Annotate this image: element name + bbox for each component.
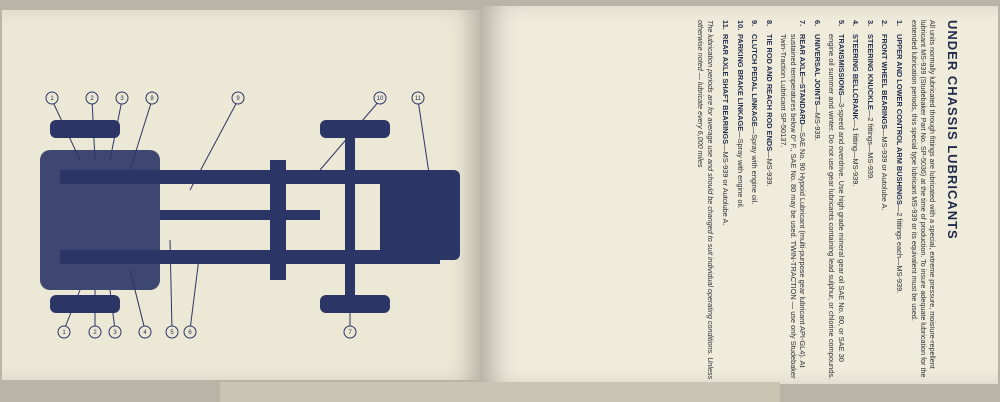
item-text: —MS-939 or Autolube A. [721, 144, 731, 226]
list-item: 9. CLUTCH PEDAL LINKAGE—Spray with engine… [750, 20, 760, 380]
item-title: STEERING KNUCKLE [866, 34, 875, 110]
item-number: 7. [798, 20, 808, 27]
item-title: TRANSMISSIONS [837, 34, 846, 96]
footer-note: The lubrication periods are for average … [696, 20, 716, 380]
item-title: UPPER AND LOWER CONTROL ARM BUSHINGS [895, 34, 904, 205]
list-item: 6. UNIVERSAL JOINTS—MS-939. [813, 20, 822, 380]
item-text: —Spray with engine oil. [750, 126, 760, 205]
callouts-top: 1 2 3 8 9 10 11 [45, 91, 425, 105]
callouts-bottom: 1 2 3 4 5 6 7 [57, 325, 357, 339]
rear-wheel-bottom [320, 295, 390, 313]
list-item: 5.TRANSMISSIONS—3-speed and overdrive. U… [827, 20, 847, 380]
item-title: TIE ROD AND REACH ROD ENDS [765, 34, 774, 152]
callout-6-bottom: 6 [188, 330, 192, 336]
list-item: 7.REAR AXLE—STANDARD—SAE No. 90 Hypoid L… [779, 20, 808, 380]
front-wheel-bottom [50, 295, 120, 313]
callout-9-top: 9 [236, 96, 240, 102]
item-text: —2 fittings each—MS-939. [895, 204, 904, 294]
callout-2-top: 2 [90, 96, 94, 102]
callout-lines [51, 99, 431, 331]
rear-axle [345, 130, 355, 300]
front-wheel-top [50, 120, 120, 138]
list-item: 11. REAR AXLE SHAFT BEARINGS—MS-939 or Au… [721, 20, 731, 380]
front-suspension [40, 150, 160, 290]
item-title: UNIVERSAL JOINTS [813, 34, 822, 106]
item-number: 6. [813, 20, 822, 27]
item-text: —1 fitting—MS-939. [851, 119, 861, 187]
callout-7-bottom: 7 [348, 330, 352, 336]
lubrication-list: 1.UPPER AND LOWER CONTROL ARM BUSHINGS—2… [721, 20, 905, 380]
text-content: UNDER CHASSIS LUBRICANTS All units norma… [500, 20, 961, 380]
item-number: 4. [851, 20, 861, 27]
item-title: FRONT WHEEL BEARINGS [880, 34, 890, 130]
rotated-text-block: UNDER CHASSIS LUBRICANTS All units norma… [500, 20, 961, 380]
right-page [480, 6, 998, 384]
item-text: —MS-939. [765, 151, 774, 187]
item-number: 8. [765, 20, 774, 27]
item-title: STEERING BELLCRANK [851, 34, 861, 120]
item-number: 10. [736, 20, 745, 31]
item-text: —MS-939. [813, 105, 822, 141]
item-title: REAR AXLE—STANDARD [798, 34, 808, 125]
list-item: 4. STEERING BELLCRANK—1 fitting—MS-939. [851, 20, 861, 380]
callout-3-top: 3 [120, 96, 124, 102]
list-item: 10. PARKING BRAKE LINKAGE—Spray with engi… [736, 20, 745, 380]
item-title: REAR AXLE SHAFT BEARINGS [721, 34, 731, 145]
item-text: —2 fittings—MS-939. [866, 109, 875, 181]
left-page: 1 2 3 8 9 10 11 1 2 3 4 5 6 7 [2, 10, 480, 380]
list-item: 3. STEERING KNUCKLE—2 fittings—MS-939. [866, 20, 875, 380]
callout-1-bottom: 1 [62, 330, 66, 336]
item-number: 2. [880, 20, 890, 27]
intro-paragraph: All units normally lubricated through fi… [910, 20, 937, 378]
list-item: 1. UPPER AND LOWER CONTROL ARM BUSHINGS—2… [895, 20, 904, 380]
item-number: 5. [837, 20, 846, 27]
driveshaft [160, 210, 320, 220]
callout-8-top: 8 [150, 96, 154, 102]
callout-2-bottom: 2 [93, 330, 97, 336]
item-number: 1. [895, 20, 904, 27]
callout-11-top: 11 [415, 96, 422, 102]
item-text: —MS-939 or Autolube A. [880, 129, 890, 211]
item-number: 3. [866, 20, 875, 27]
item-title: CLUTCH PEDAL LINKAGE [750, 34, 760, 127]
list-item: 2. FRONT WHEEL BEARINGS—MS-939 or Autolub… [880, 20, 890, 380]
callout-4-bottom: 4 [143, 330, 147, 336]
chassis-diagram: 1 2 3 8 9 10 11 1 2 3 4 5 6 7 [40, 91, 460, 339]
callout-3-bottom: 3 [113, 330, 117, 336]
callout-1-top: 1 [50, 96, 54, 102]
list-item: 8. TIE ROD AND REACH ROD ENDS—MS-939. [765, 20, 774, 380]
book-edge [220, 382, 780, 402]
section-heading: UNDER CHASSIS LUBRICANTS [945, 20, 960, 240]
item-number: 11. [721, 20, 731, 30]
callout-5-bottom: 5 [170, 330, 174, 336]
item-number: 9. [750, 20, 760, 27]
item-title: PARKING BRAKE LINKAGE [736, 34, 745, 132]
item-text: —Spray with engine oil. [736, 131, 745, 209]
fuel-tank [380, 170, 460, 260]
callout-10-top: 10 [377, 96, 384, 102]
